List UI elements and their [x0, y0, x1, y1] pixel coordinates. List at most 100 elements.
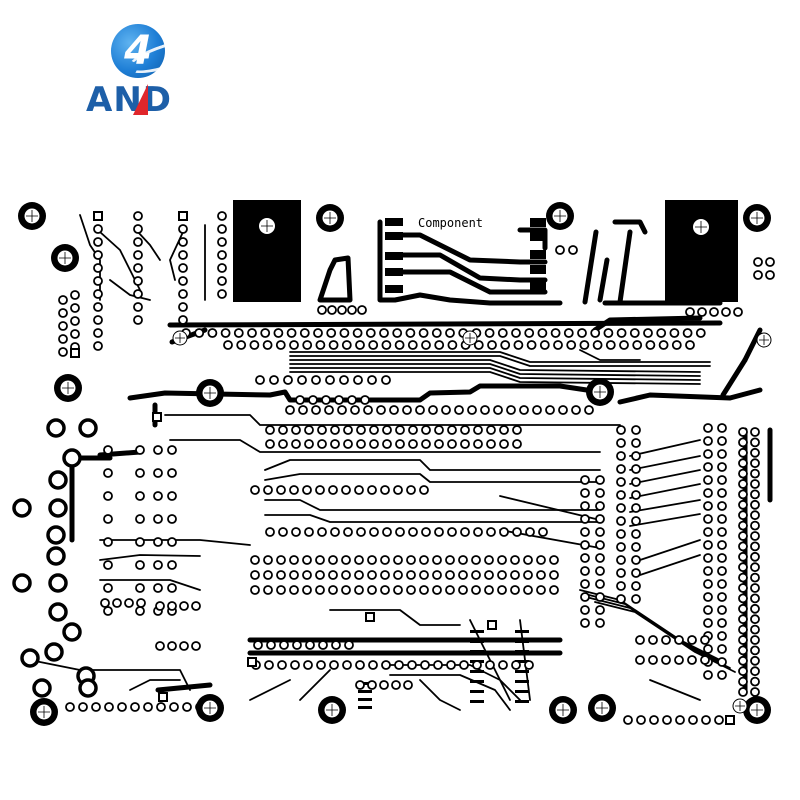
pad	[304, 439, 314, 449]
pad	[255, 375, 265, 385]
pad	[341, 485, 351, 495]
pad	[750, 624, 760, 635]
pad	[178, 237, 188, 247]
pad	[343, 439, 353, 449]
smd-pad	[358, 690, 372, 693]
pad	[750, 541, 760, 552]
pad	[703, 488, 713, 498]
signal-trace	[639, 554, 701, 576]
pad	[273, 328, 284, 338]
pad	[525, 527, 535, 537]
pad	[434, 439, 444, 449]
pad	[103, 560, 113, 570]
pad	[207, 328, 218, 338]
square-pad	[93, 211, 103, 221]
ring-pad	[46, 418, 66, 438]
pad	[136, 598, 146, 608]
pad	[674, 635, 684, 645]
pad	[276, 570, 286, 580]
pad	[738, 655, 748, 666]
pad	[538, 527, 548, 537]
pad	[421, 340, 431, 350]
signal-trace	[419, 679, 461, 711]
pad	[750, 655, 760, 666]
pad	[619, 340, 629, 350]
pad	[365, 328, 376, 338]
pad	[537, 328, 548, 338]
pad	[403, 680, 413, 690]
signal-trace	[639, 539, 701, 561]
pad	[103, 606, 113, 616]
smd-pad	[515, 700, 529, 703]
pad	[629, 328, 640, 338]
ring-pad	[48, 602, 68, 622]
pad	[178, 315, 188, 325]
pad	[317, 527, 327, 537]
pad	[93, 237, 103, 247]
pad	[631, 529, 641, 539]
pad	[325, 375, 335, 385]
pad	[263, 570, 273, 580]
pad	[153, 560, 163, 570]
pad	[341, 570, 351, 580]
pad	[738, 468, 748, 479]
signal-trace	[29, 659, 191, 691]
pad	[143, 702, 153, 712]
smd-pad	[385, 218, 403, 226]
pad	[703, 553, 713, 563]
pad	[595, 527, 605, 537]
pad	[486, 425, 496, 435]
crosshair-icon	[557, 704, 569, 716]
pad	[93, 328, 103, 338]
crosshair-icon	[204, 387, 216, 399]
pad	[178, 289, 188, 299]
pad	[217, 211, 227, 221]
pad	[419, 485, 429, 495]
pad	[695, 328, 706, 338]
pad	[523, 585, 533, 595]
pad	[738, 583, 748, 593]
pad	[717, 618, 727, 628]
pad	[389, 405, 399, 415]
pad	[178, 302, 188, 312]
signal-trace	[629, 499, 701, 513]
pad	[733, 307, 743, 317]
pad	[580, 475, 590, 485]
pad	[616, 516, 626, 526]
smd-pad	[515, 640, 529, 643]
pad	[703, 462, 713, 472]
pad	[117, 702, 127, 712]
power-trace	[127, 383, 603, 403]
pad	[153, 514, 163, 524]
pad	[266, 640, 276, 650]
pad	[304, 527, 314, 537]
pad	[330, 527, 340, 537]
pad	[738, 676, 748, 687]
pad	[178, 263, 188, 273]
pad	[58, 347, 68, 357]
crosshair-icon	[38, 706, 50, 718]
pad	[524, 660, 534, 670]
crosshair-icon	[735, 701, 745, 711]
pad	[302, 585, 312, 595]
pad	[406, 570, 416, 580]
square-pad	[487, 620, 497, 630]
pad	[265, 425, 275, 435]
pad	[431, 328, 442, 338]
signal-trace	[289, 351, 711, 363]
pad	[153, 583, 163, 593]
pad	[631, 425, 641, 435]
pad	[392, 328, 403, 338]
pad	[595, 566, 605, 576]
pad	[167, 560, 177, 570]
pad	[354, 570, 364, 580]
pad	[498, 660, 508, 670]
signal-trace	[169, 439, 601, 453]
smd-pad	[358, 706, 372, 709]
crosshair-icon	[594, 386, 606, 398]
pad	[484, 585, 494, 595]
pad	[555, 245, 565, 255]
pad	[595, 579, 605, 589]
pad	[130, 702, 140, 712]
pad	[558, 405, 568, 415]
